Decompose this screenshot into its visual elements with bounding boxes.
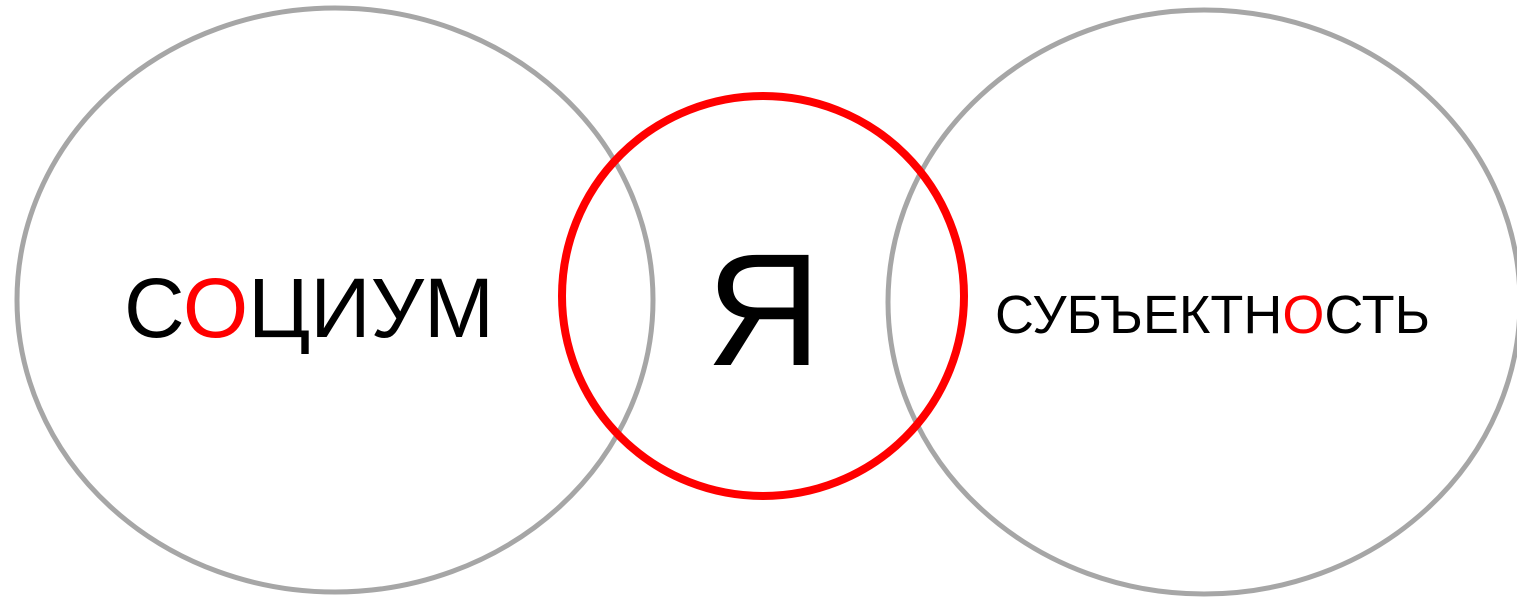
left-circle	[14, 5, 656, 595]
right-circle	[885, 7, 1517, 597]
left-label-accent-letter: О	[182, 261, 249, 355]
center-circle	[558, 92, 968, 500]
center-circle-label: Я	[706, 220, 822, 399]
right-circle-label: СУБЪЕКТНОСТЬ	[995, 288, 1430, 342]
left-label-before: С	[124, 261, 183, 355]
right-label-accent-letter: О	[1282, 285, 1325, 345]
right-label-after: СТЬ	[1324, 285, 1431, 345]
right-label-before: СУБЪЕКТН	[995, 285, 1283, 345]
left-label-after: ЦИУМ	[248, 261, 495, 355]
left-circle-label: СОЦИУМ	[124, 266, 494, 350]
